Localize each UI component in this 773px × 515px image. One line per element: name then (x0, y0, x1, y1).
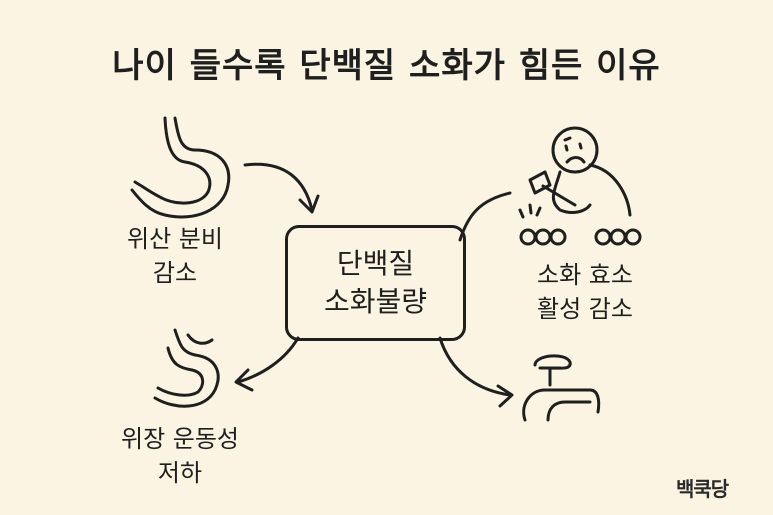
center-box: 단백질 소화불량 (285, 225, 466, 341)
cause-label-motility: 위장 운동성 저하 (100, 422, 260, 490)
stomach-icon (130, 116, 231, 219)
cause-label-enzyme: 소화 효소 활성 감소 (510, 258, 660, 326)
arrow-to-bottom-right (438, 336, 514, 408)
connector-line (458, 191, 512, 242)
label-line: 저하 (157, 459, 203, 487)
label-line: 소화 효소 (537, 261, 633, 289)
label-line: 활성 감소 (537, 295, 633, 323)
arrow-to-bottom-left (234, 336, 300, 392)
stomach-icon (153, 328, 220, 408)
page-title: 나이 들수록 단백질 소화가 힘든 이유 (112, 46, 661, 86)
faucet-icon (522, 354, 601, 422)
center-line1: 단백질 (336, 247, 415, 280)
tired-person-hammer-icon (518, 126, 642, 246)
cause-label-gastric-acid: 위산 분비 감소 (100, 222, 250, 290)
arrow-to-center (243, 162, 320, 214)
label-line: 위장 운동성 (120, 425, 240, 453)
center-line2: 소화불량 (323, 285, 428, 318)
label-line: 감소 (152, 259, 198, 287)
label-line: 위산 분비 (127, 225, 223, 253)
brand-logo: 백쿡당 (676, 477, 729, 501)
